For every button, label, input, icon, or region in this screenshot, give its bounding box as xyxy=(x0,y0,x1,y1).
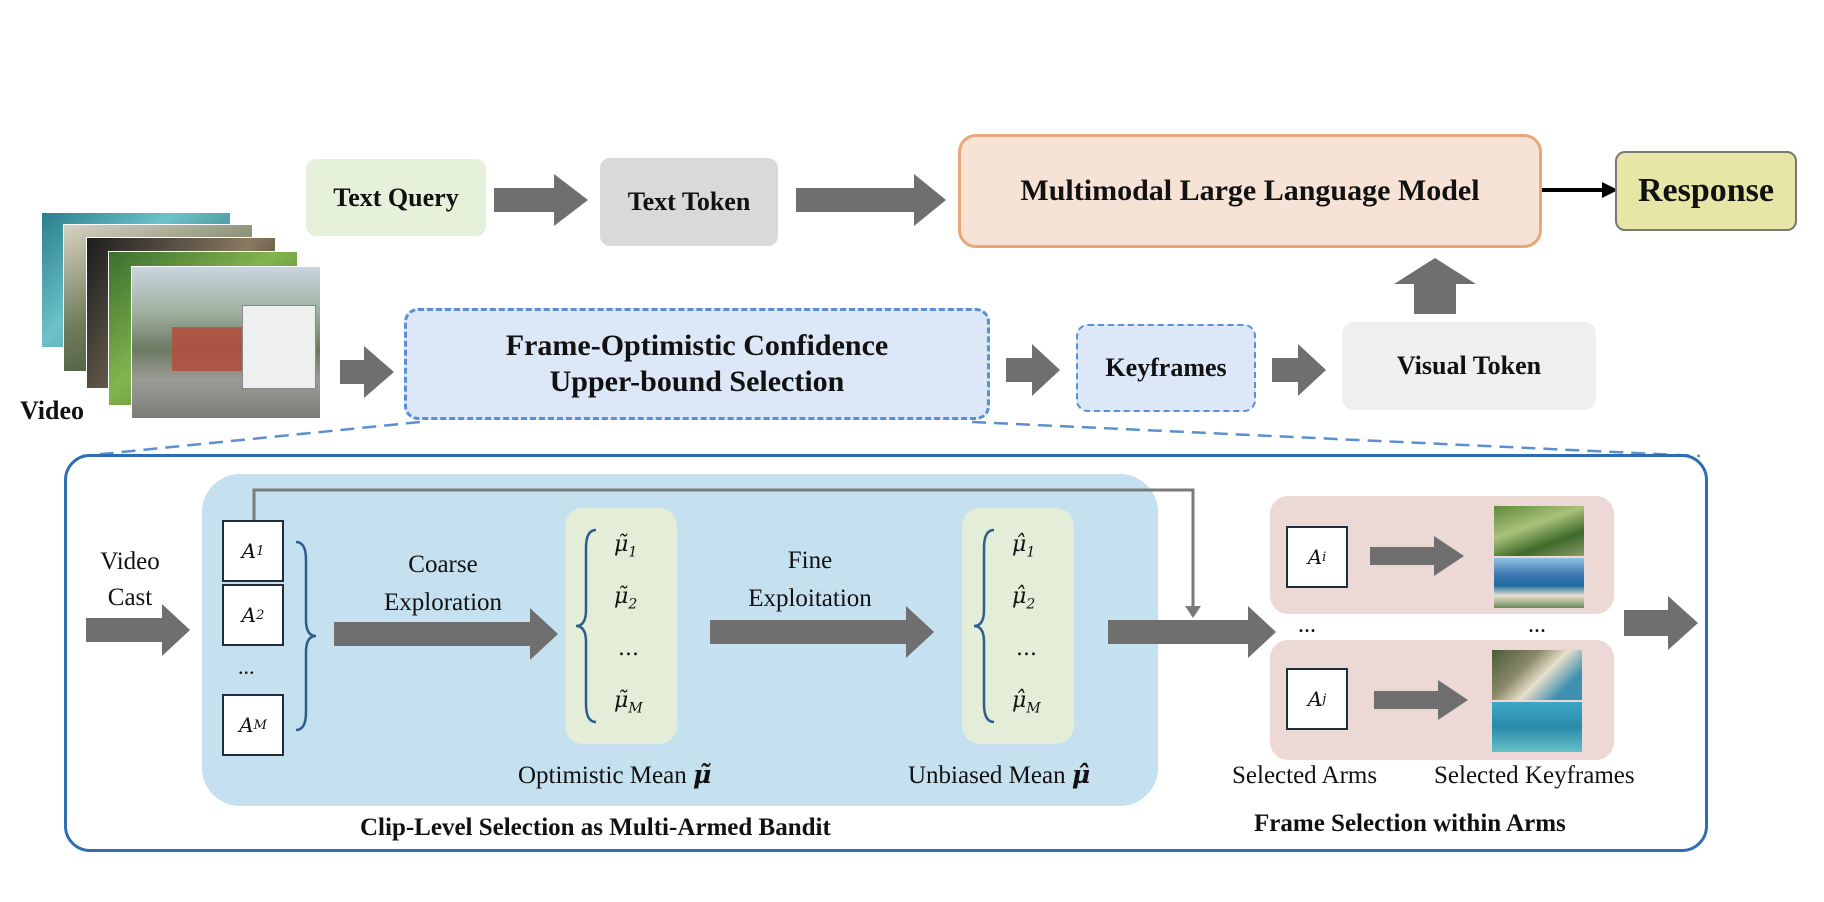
arrow-video-to-focus xyxy=(340,346,394,398)
keyframe-thumb-i-2 xyxy=(1494,558,1584,608)
video-frame-5 xyxy=(131,266,321,419)
arrow-selection-out xyxy=(1624,596,1698,650)
keyframe-thumb-j-1 xyxy=(1492,650,1582,700)
video-cast-line2: Cast xyxy=(107,584,153,611)
unbiased-means-box xyxy=(962,508,1074,744)
keyframe-thumb-i-1 xyxy=(1494,506,1584,556)
arrow-mllm-to-response xyxy=(1542,182,1618,198)
mllm-label: Multimodal Large Language Model xyxy=(1020,174,1480,207)
fine-line2: Exploitation xyxy=(748,585,872,612)
keyframe-thumb-j-2 xyxy=(1492,702,1582,752)
optimistic-mean-m: μ̃M xyxy=(614,688,643,717)
arrow-query-to-token xyxy=(494,174,588,226)
optimistic-mean-2: μ̃2 xyxy=(614,584,638,613)
focus-label-line2: Upper-bound Selection xyxy=(549,365,845,398)
selected-keyframes-label: Selected Keyframes xyxy=(1434,762,1635,789)
mllm-box: Multimodal Large Language Model xyxy=(958,134,1542,248)
coarse-exploration-label: Coarse Exploration xyxy=(380,546,506,622)
visual-token-label: Visual Token xyxy=(1396,351,1542,380)
video-cast-label: Video Cast xyxy=(86,544,174,616)
arrow-focus-to-keyframes xyxy=(1006,344,1060,396)
optimistic-brace xyxy=(575,528,597,724)
optimistic-mean-1: μ̃1 xyxy=(614,532,638,561)
video-label: Video xyxy=(20,396,85,425)
text-token-label: Text Token xyxy=(627,187,751,216)
focus-box: Frame-Optimistic Confidence Upper-bound … xyxy=(404,308,990,420)
arrow-to-selection xyxy=(1108,606,1276,658)
frame-selection-caption: Frame Selection within Arms xyxy=(1254,810,1566,837)
text-token-box: Text Token xyxy=(600,158,778,246)
arrow-arm-j-to-frames xyxy=(1374,680,1468,720)
arrow-token-to-mllm xyxy=(796,174,946,226)
keyframes-label: Keyframes xyxy=(1105,353,1227,382)
clip-level-caption: Clip-Level Selection as Multi-Armed Band… xyxy=(360,814,831,841)
arrow-keyframes-to-visual xyxy=(1272,344,1326,396)
arrow-visual-to-mllm xyxy=(1394,258,1476,314)
arrow-fine-exploitation xyxy=(710,606,934,658)
arms-brace xyxy=(295,540,317,732)
selected-arms-label: Selected Arms xyxy=(1232,762,1378,789)
focus-label-line1: Frame-Optimistic Confidence xyxy=(505,329,889,362)
response-label: Response xyxy=(1637,172,1775,209)
fine-exploitation-label: Fine Exploitation xyxy=(740,542,880,618)
text-query-label: Text Query xyxy=(333,182,459,212)
coarse-line1: Coarse xyxy=(408,551,478,578)
selection-ellipsis-frames: ... xyxy=(1528,612,1546,638)
unbiased-mean-2: μ̂2 xyxy=(1012,584,1036,613)
fine-line1: Fine xyxy=(787,547,833,574)
text-query-box: Text Query xyxy=(306,159,486,236)
arrow-arm-i-to-frames xyxy=(1370,536,1464,576)
selection-ellipsis-arms: ... xyxy=(1298,612,1316,638)
unbiased-mean-1: μ̂1 xyxy=(1012,532,1036,561)
arm-ellipsis: ... xyxy=(238,654,255,679)
unbiased-mean-m: μ̂M xyxy=(1012,688,1041,717)
unbiased-mean-ellipsis: ... xyxy=(1016,636,1037,661)
keyframes-box: Keyframes xyxy=(1076,324,1256,412)
visual-token-box: Visual Token xyxy=(1342,322,1596,410)
arrow-coarse-exploration xyxy=(334,608,558,660)
video-cast-line1: Video xyxy=(100,548,160,575)
optimistic-mean-ellipsis: ... xyxy=(618,636,639,661)
unbiased-brace xyxy=(973,528,995,724)
coarse-line2: Exploration xyxy=(383,589,503,616)
detail-panel xyxy=(64,454,1708,852)
unbiased-mean-label: Unbiased Mean μ̂ xyxy=(908,760,1091,789)
response-box: Response xyxy=(1615,151,1797,231)
arrow-video-cast xyxy=(86,604,190,656)
optimistic-mean-label: Optimistic Mean μ̃ xyxy=(518,760,712,789)
optimistic-means-box xyxy=(565,508,677,744)
